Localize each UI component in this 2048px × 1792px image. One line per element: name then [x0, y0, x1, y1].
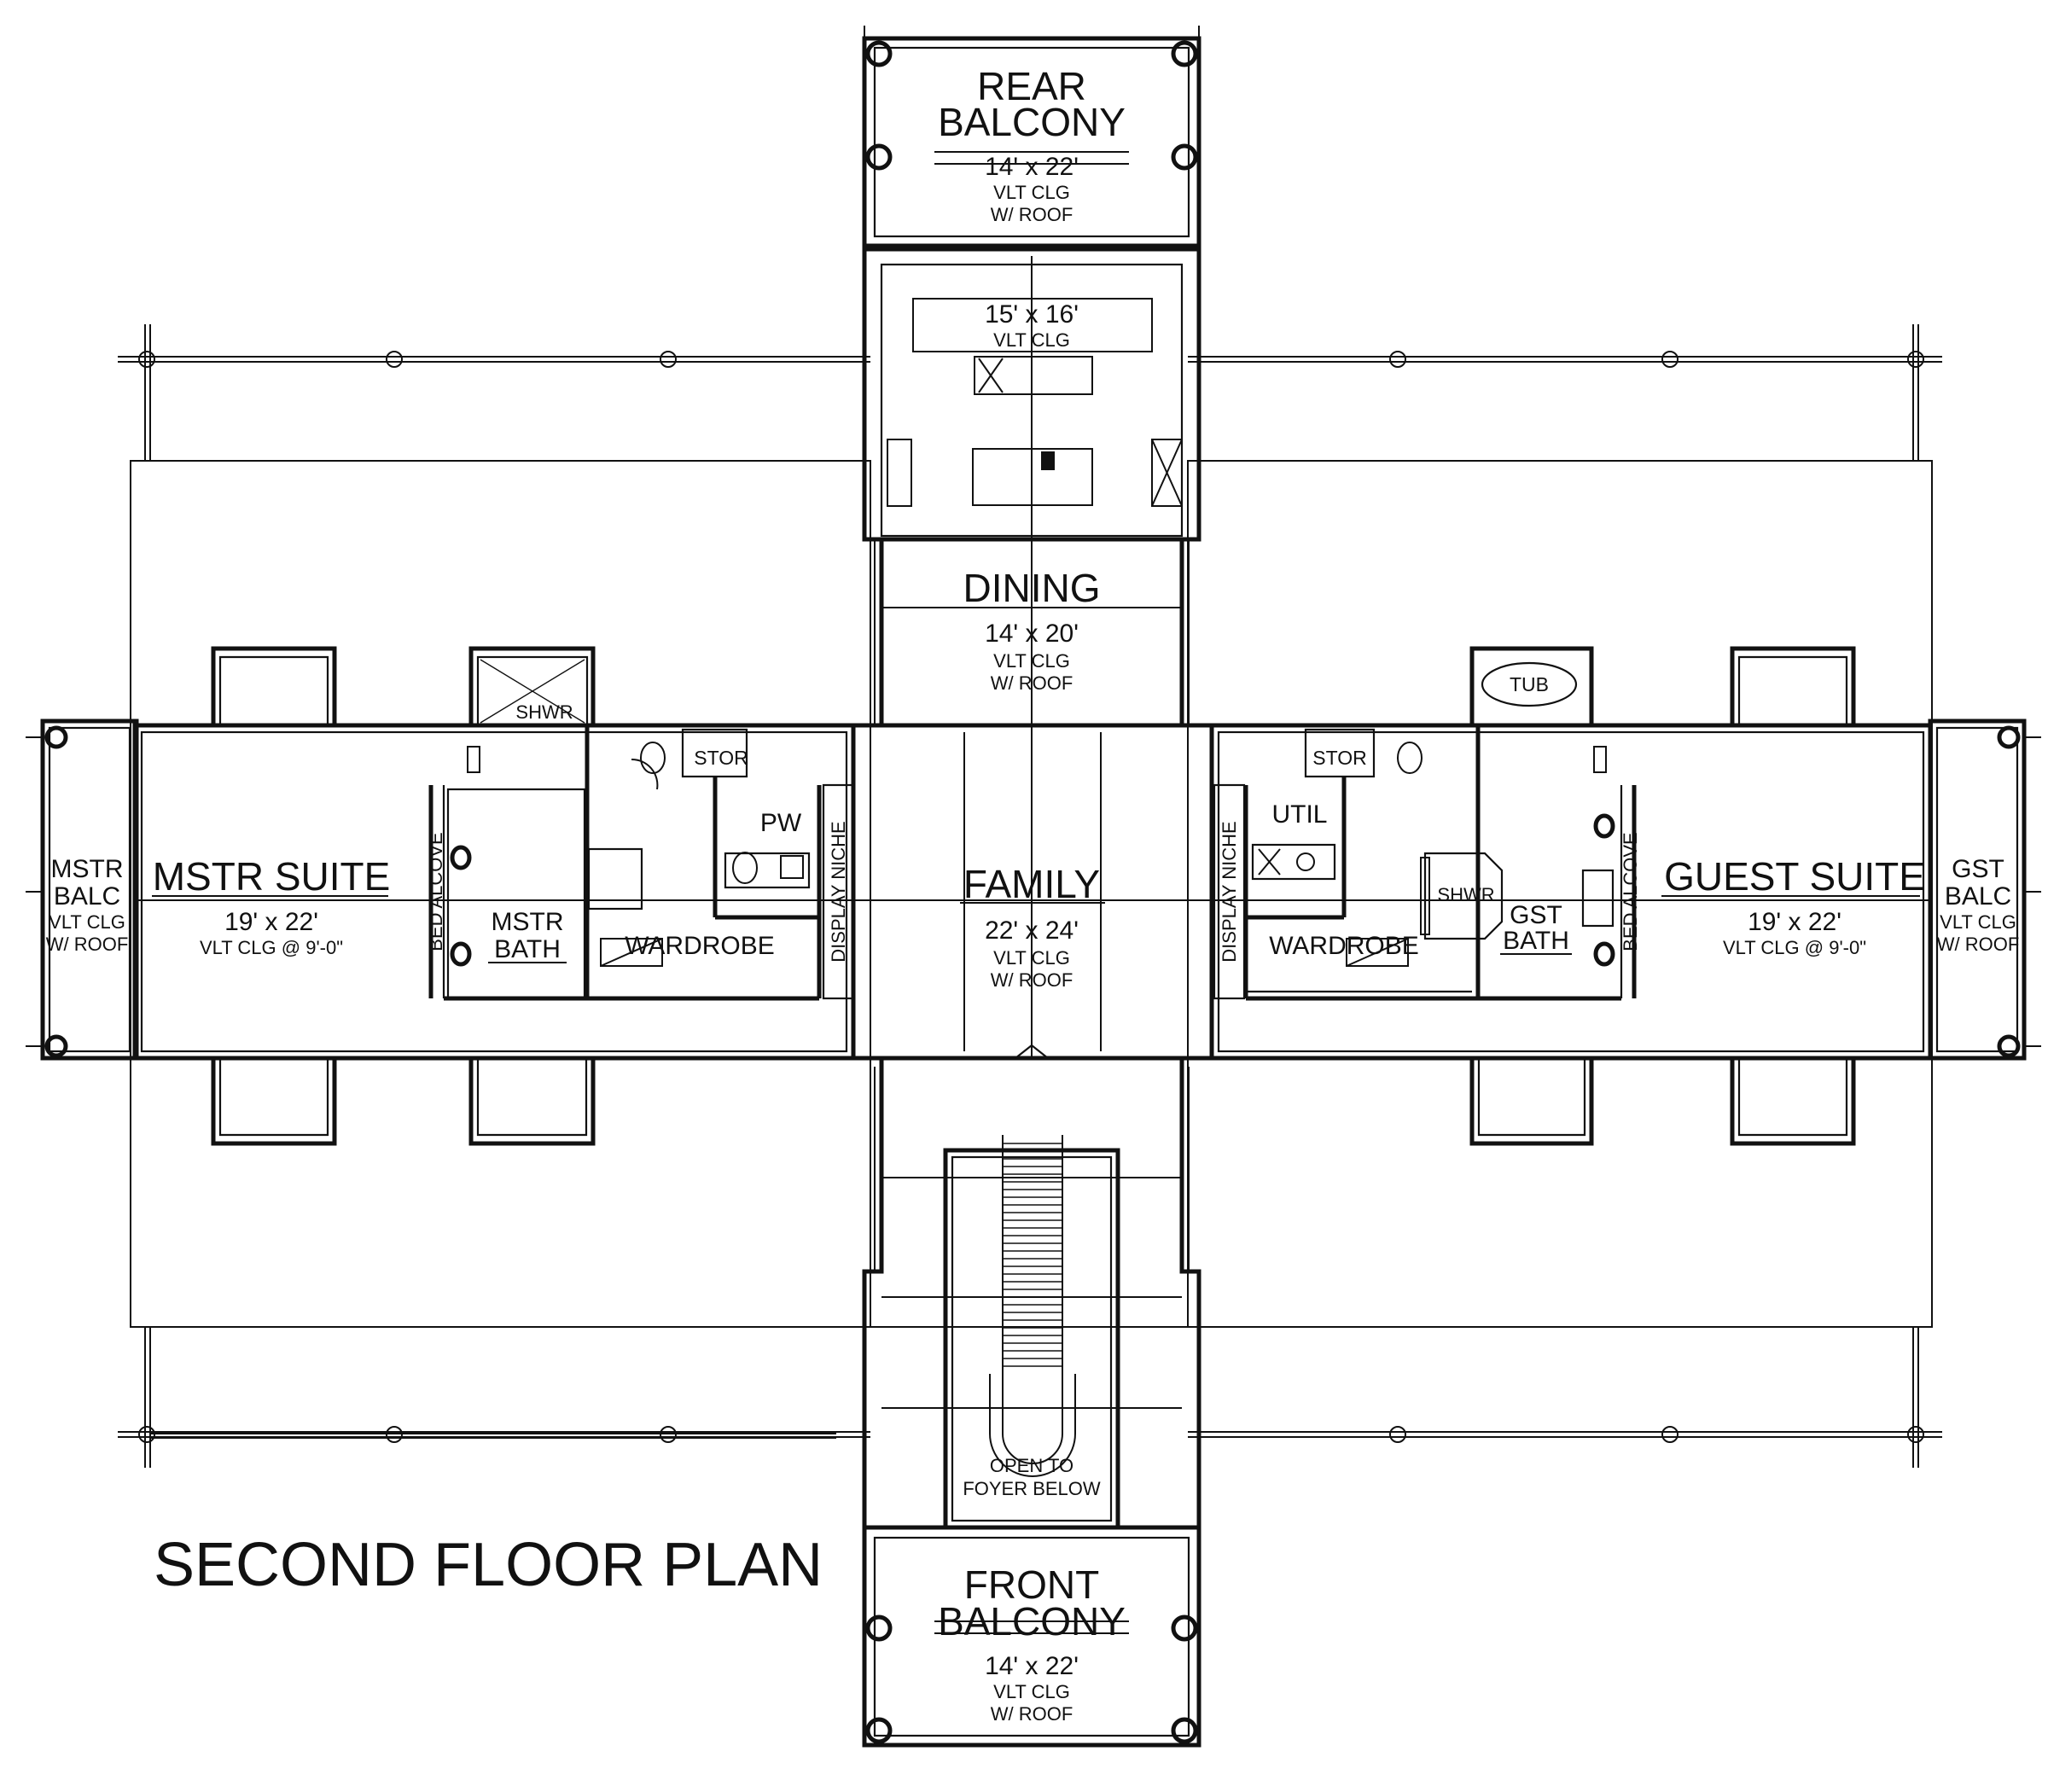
stair-and-front-balcony	[862, 1044, 1201, 1748]
plan-title: SECOND FLOOR PLAN	[154, 1531, 823, 1599]
display-niche-right: DISPLAY NICHE	[1219, 821, 1240, 962]
mstr-balc-l1: MSTR	[51, 855, 124, 883]
rear-balcony-note-l2: W/ ROOF	[991, 204, 1073, 225]
kitchen-note: VLT CLG	[993, 329, 1070, 351]
family-note-l1: VLT CLG	[993, 947, 1070, 969]
wardrobe-left: WARDROBE	[625, 932, 775, 960]
wardrobe-right: WARDROBE	[1269, 932, 1419, 960]
upper-beam-line	[118, 324, 1942, 461]
left-interior	[428, 655, 855, 1001]
gst-balc-l3: VLT CLG	[1940, 911, 2016, 933]
kitchen-dims: 15' x 16'	[985, 300, 1079, 329]
tub-label: TUB	[1510, 673, 1549, 695]
family-dims: 22' x 24'	[985, 916, 1079, 945]
gst-bath-l1: GST	[1510, 901, 1562, 929]
room-name-underlines	[149, 607, 1920, 1439]
mstr-bath-l2: BATH	[494, 935, 561, 963]
mstr-balc-l2: BALC	[54, 882, 120, 911]
mstr-balc-l4: W/ ROOF	[46, 934, 129, 955]
mstr-suite-name: MSTR SUITE	[153, 854, 391, 899]
open-to-foyer-l2: FOYER BELOW	[963, 1478, 1101, 1499]
pw-label: PW	[760, 809, 802, 837]
mstr-bath-l1: MSTR	[492, 908, 564, 936]
front-balcony-name-l1: FRONT	[964, 1562, 1099, 1607]
front-balcony-note-l1: VLT CLG	[993, 1681, 1070, 1702]
mstr-suite-dims: 19' x 22'	[224, 908, 318, 936]
stor-right: STOR	[1312, 747, 1366, 769]
rear-balcony-name-l2: BALCONY	[938, 100, 1126, 144]
front-balcony-name-l2: BALCONY	[938, 1599, 1126, 1644]
rear-balcony-structure	[862, 26, 1201, 248]
shwr-left: SHWR	[515, 701, 573, 723]
front-balcony-note-l2: W/ ROOF	[991, 1703, 1073, 1725]
gst-balc-l4: W/ ROOF	[1937, 934, 2020, 955]
front-balcony-dims: 14' x 22'	[985, 1652, 1079, 1680]
display-niche-left: DISPLAY NICHE	[828, 821, 849, 962]
lower-beam-line	[118, 1327, 1942, 1468]
shwr-right: SHWR	[1437, 884, 1494, 905]
bed-alcove-right: BED ALCOVE	[1620, 832, 1641, 951]
guest-suite-name: GUEST SUITE	[1664, 854, 1925, 899]
bay-projections	[211, 646, 1856, 1146]
dining-note-l1: VLT CLG	[993, 650, 1070, 672]
gst-bath-l2: BATH	[1503, 927, 1569, 955]
guest-suite-dims: 19' x 22'	[1748, 908, 1841, 936]
util-label: UTIL	[1271, 800, 1327, 829]
rear-balcony-name-l1: REAR	[977, 64, 1086, 108]
rear-balcony-note-l1: VLT CLG	[993, 182, 1070, 203]
mstr-suite-note: VLT CLG @ 9'-0"	[200, 937, 343, 958]
gst-balc-l1: GST	[1952, 855, 2004, 883]
dining-note-l2: W/ ROOF	[991, 672, 1073, 694]
guest-suite-note: VLT CLG @ 9'-0"	[1723, 937, 1866, 958]
labels: REAR BALCONY 14' x 22' VLT CLG W/ ROOF 1…	[46, 64, 2020, 1725]
bed-alcove-left: BED ALCOVE	[425, 832, 446, 951]
dining-name: DINING	[963, 566, 1101, 610]
kitchen-structure	[862, 247, 1201, 542]
side-balconies	[26, 719, 2041, 1061]
open-to-foyer-l1: OPEN TO	[990, 1455, 1073, 1476]
family-name: FAMILY	[963, 862, 1100, 906]
gst-balc-l2: BALC	[1945, 882, 2011, 911]
family-note-l2: W/ ROOF	[991, 969, 1073, 991]
dining-dims: 14' x 20'	[985, 620, 1079, 648]
mstr-balc-l3: VLT CLG	[49, 911, 125, 933]
stor-left: STOR	[694, 747, 748, 769]
rear-balcony-dims: 14' x 22'	[985, 153, 1079, 181]
right-interior	[1213, 661, 1637, 1001]
